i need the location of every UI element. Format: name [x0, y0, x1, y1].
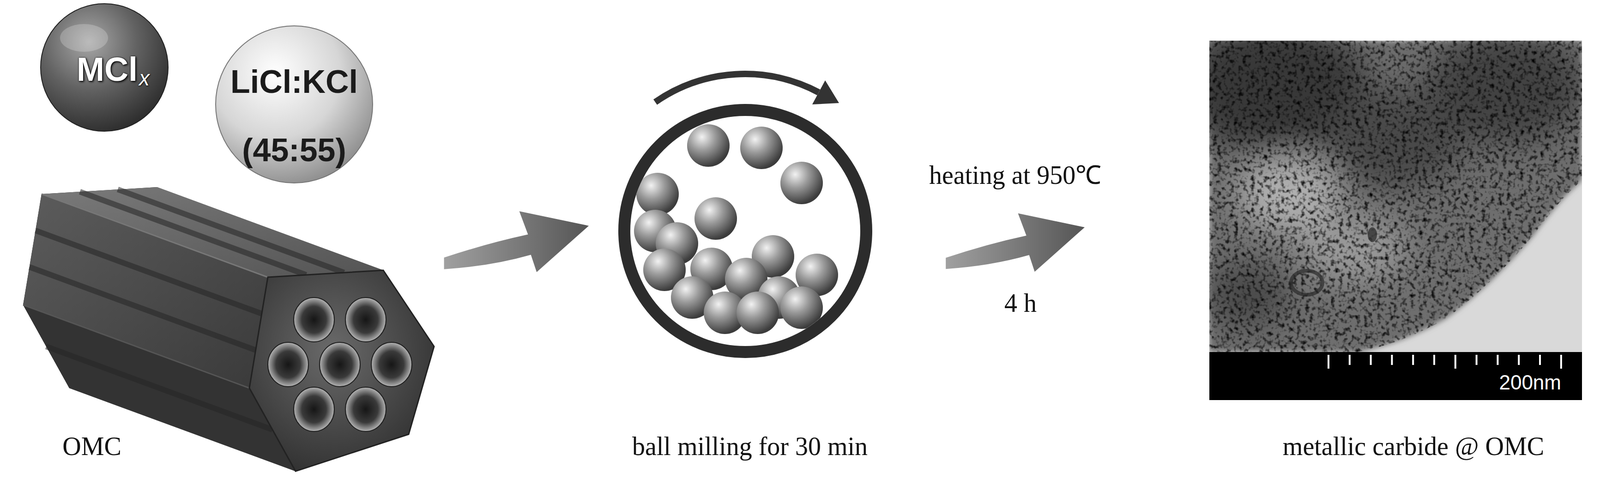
subscript-text: x [138, 66, 150, 91]
prism-edge [41, 193, 268, 278]
scale-tick [1412, 354, 1414, 365]
milling-ball [736, 291, 779, 334]
milling-ball [780, 161, 823, 205]
scale-bar-label: 200nm [1498, 370, 1562, 395]
nanoparticle-texture [1209, 40, 1582, 352]
prism-outline [23, 187, 435, 471]
scale-tick [1390, 354, 1393, 365]
prism-front-face [249, 270, 435, 471]
step-label: ball milling for 30 min [632, 431, 868, 461]
salt-sphere: LiCl:KCl (45:55) [213, 23, 375, 186]
rotation-arrowhead [812, 80, 840, 105]
formula-text: MCl [76, 50, 138, 89]
condition-label: heating at 950℃ [926, 160, 1105, 190]
milling-ball [636, 172, 679, 216]
scale-tick [1454, 354, 1457, 369]
sphere-highlight [60, 24, 109, 52]
scale-bar-band [1209, 351, 1582, 400]
rotation-arrow [655, 73, 819, 103]
prism-edge [23, 304, 250, 388]
ball-mill: ball milling for 30 min [593, 60, 908, 467]
micrograph-background [1209, 40, 1582, 352]
particle [1367, 227, 1377, 242]
pore-channel [293, 297, 335, 342]
tem-image: 200nm metallic carbide @ OMC [1202, 36, 1594, 467]
scale-tick [1496, 354, 1499, 365]
channel-stripe [117, 189, 345, 273]
pore-channel [345, 386, 387, 432]
channel-stripe [46, 346, 273, 430]
process-arrow [945, 213, 1085, 272]
pore-channel [345, 297, 387, 342]
ball-mill-shape [593, 60, 908, 467]
scale-tick [1539, 354, 1541, 365]
carbon-material [1209, 40, 1582, 352]
milling-ball [687, 124, 730, 167]
particle [1291, 270, 1323, 295]
reagent-sphere: MClx [36, 0, 172, 135]
product-label: metallic carbide @ OMC [1282, 431, 1545, 461]
pore-channel [267, 342, 309, 387]
scale-tick [1433, 354, 1436, 365]
component-label: OMC [62, 431, 122, 461]
mill-jar [624, 109, 867, 352]
pore-channel [293, 386, 335, 432]
tem-image-shape [1202, 36, 1594, 467]
channel-stripe [35, 230, 262, 314]
process-arrow [444, 211, 590, 272]
scale-tick [1348, 354, 1351, 365]
milling-ball [780, 286, 823, 329]
scale-tick [1517, 354, 1520, 365]
scale-tick [1370, 354, 1372, 365]
channel-stripe [29, 266, 256, 351]
channel-stripe [79, 191, 307, 275]
omc-prism: OMC [18, 182, 441, 478]
scale-tick [1327, 354, 1330, 369]
pore-channel [319, 342, 361, 387]
pore-channel [371, 342, 412, 387]
milling-ball [694, 197, 737, 240]
formula-text: LiCl:KCl (45:55) [230, 47, 358, 185]
scale-tick [1475, 354, 1478, 365]
milling-ball [740, 126, 783, 170]
condition-label: 4 h [1004, 288, 1037, 318]
scale-tick [1560, 354, 1563, 369]
sphere [40, 3, 169, 132]
